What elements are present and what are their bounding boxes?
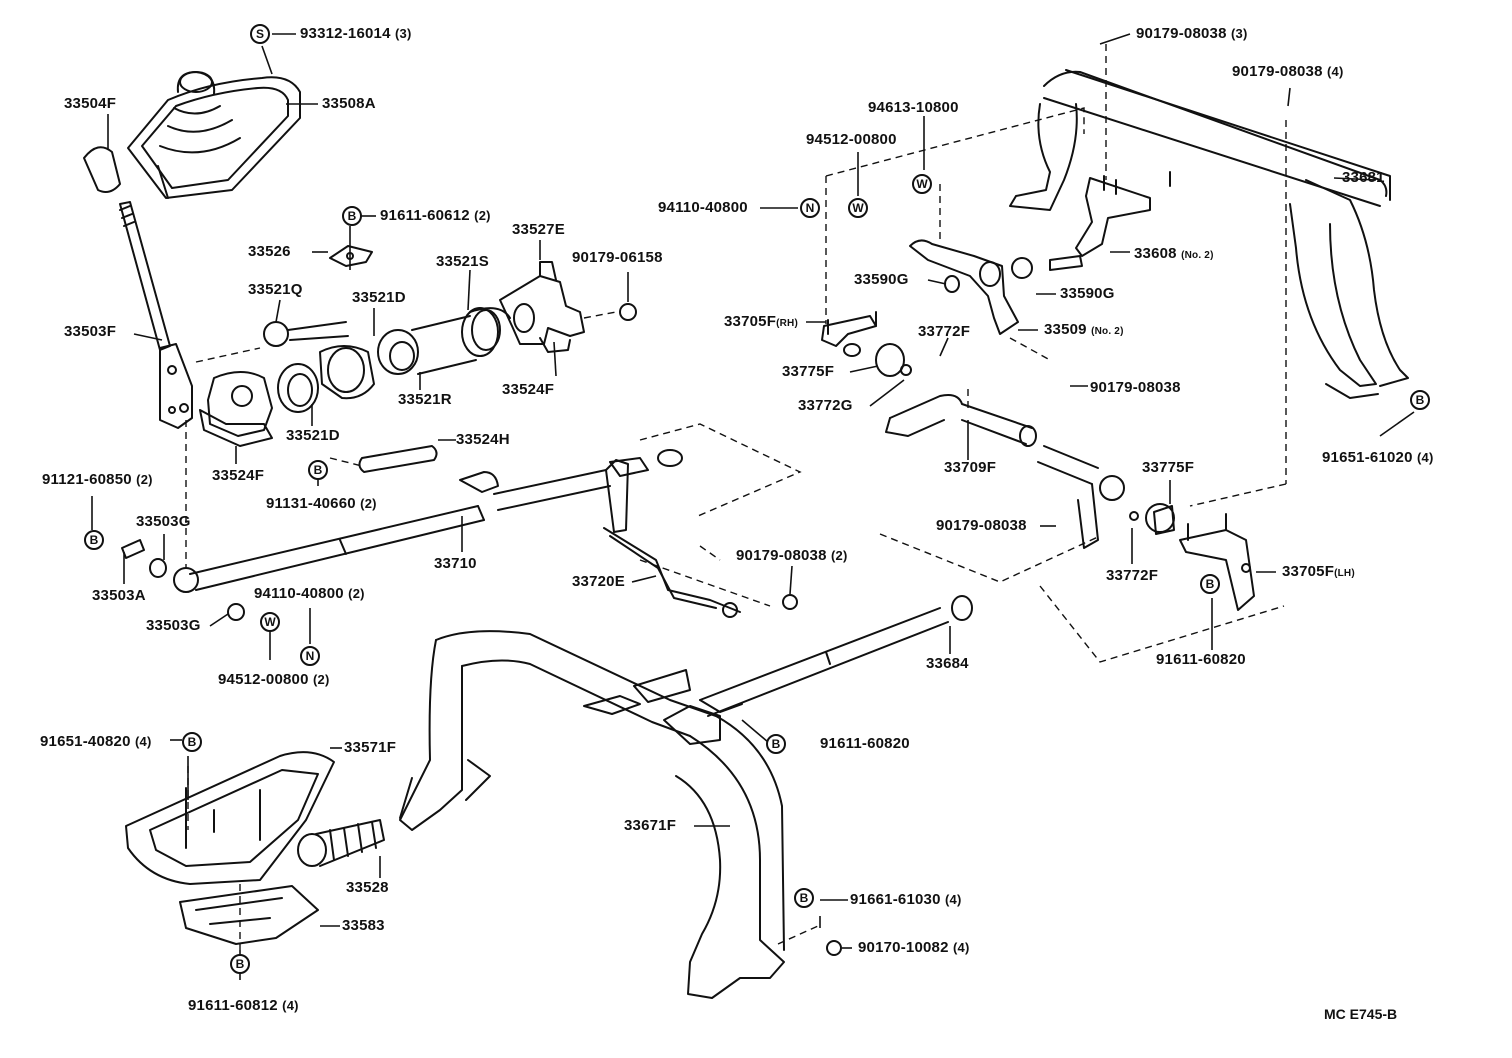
n-symbol-badge: N <box>300 646 320 666</box>
shift-lever-drawing <box>119 201 193 429</box>
plate-drawing <box>125 751 335 885</box>
part-label: 91651-40820 (4) <box>40 733 152 750</box>
part-label: 33583 <box>342 917 385 934</box>
part-label: 94110-40800 <box>658 199 748 216</box>
n-symbol-badge: N <box>800 198 820 218</box>
part-label: 90179-08038 (3) <box>1136 25 1248 42</box>
part-label: 33521S <box>436 253 489 270</box>
part-label: 90170-10082 (4) <box>858 939 970 956</box>
b-symbol-badge: B <box>1200 574 1220 594</box>
b-symbol-badge: B <box>230 954 250 974</box>
crossmember-drawing <box>1009 69 1409 399</box>
part-label: 33608 (No. 2) <box>1134 245 1214 262</box>
part-label: 33521D <box>286 427 340 444</box>
shift-rod-drawing <box>173 457 649 593</box>
part-label: 33590G <box>854 271 909 288</box>
w-symbol-badge: W <box>260 612 280 632</box>
part-label: 33503G <box>136 513 191 530</box>
part-label: 33671F <box>624 817 677 834</box>
bracket-lh-drawing <box>1179 529 1255 611</box>
w-symbol-badge: W <box>848 198 868 218</box>
part-label: 94512-00800 <box>806 131 897 148</box>
part-label: 94110-40800 (2) <box>254 585 365 602</box>
part-label: 33775F <box>782 363 835 380</box>
part-label: 33524H <box>456 431 510 448</box>
part-label: 33503F <box>64 323 117 340</box>
b-symbol-badge: B <box>794 888 814 908</box>
part-label: 94613-10800 <box>868 99 959 116</box>
ring-drawing <box>377 329 419 375</box>
frame-drawing <box>399 630 785 999</box>
part-label: 91121-60850 (2) <box>42 471 153 488</box>
w-symbol-badge: W <box>912 174 932 194</box>
part-label: 90179-08038 (4) <box>1232 63 1344 80</box>
part-label: 33524F <box>502 381 555 398</box>
part-label: 33509 (No. 2) <box>1044 321 1124 338</box>
b-symbol-badge: B <box>766 734 786 754</box>
pin-drawing <box>358 445 438 473</box>
part-label: 33775F <box>1142 459 1195 476</box>
part-label: 90179-06158 <box>572 249 663 266</box>
part-label: 33503A <box>92 587 146 604</box>
part-label: 33527E <box>512 221 565 238</box>
shift-boot-drawing <box>127 71 301 199</box>
part-label: 33508A <box>322 95 376 112</box>
part-label: 33503G <box>146 617 201 634</box>
b-symbol-badge: B <box>1410 390 1430 410</box>
part-label: 33684 <box>926 655 969 672</box>
b-symbol-badge: B <box>182 732 202 752</box>
shift-knob-drawing <box>83 146 121 193</box>
part-label: 33772G <box>798 397 853 414</box>
b-symbol-badge: B <box>308 460 328 480</box>
bracket-33583-drawing <box>179 885 319 945</box>
part-label: 33720E <box>572 573 625 590</box>
ball-drawing <box>263 321 289 347</box>
part-label: 33772F <box>1106 567 1159 584</box>
s-symbol-badge: S <box>250 24 270 44</box>
housing-drawing <box>499 261 585 353</box>
tube-drawing <box>411 315 477 375</box>
part-label: 91611-60612 (2) <box>380 207 491 224</box>
drawing-code: MC E745-B <box>1324 1006 1398 1022</box>
part-label: 33528 <box>346 879 389 896</box>
part-label: 33710 <box>434 555 477 572</box>
rod-33684-drawing <box>699 595 973 717</box>
part-label: 91611-60820 <box>1156 651 1246 668</box>
boot-drawing <box>297 819 385 867</box>
part-label: 91611-60812 (4) <box>188 997 299 1014</box>
part-label: 33571F <box>344 739 397 756</box>
part-label: 33524F <box>212 467 265 484</box>
part-label: 33521D <box>352 289 406 306</box>
part-label: 33681 <box>1342 169 1385 186</box>
bushing-drawing <box>277 363 319 413</box>
part-label: 90179-08038 (2) <box>736 547 848 564</box>
bracket-left-drawing <box>199 371 273 447</box>
part-label: 33705F(LH) <box>1282 563 1355 580</box>
part-label: 33590G <box>1060 285 1115 302</box>
b-symbol-badge: B <box>342 206 362 226</box>
bracket-no2-drawing <box>1075 177 1151 257</box>
part-label: 91611-60820 <box>820 735 910 752</box>
part-label: 33521R <box>398 391 452 408</box>
part-label: 33526 <box>248 243 291 260</box>
shaft-drawing <box>885 394 1175 549</box>
part-label: 33504F <box>64 95 117 112</box>
part-label: 90179-08038 <box>936 517 1027 534</box>
b-symbol-badge: B <box>84 530 104 550</box>
part-label: 33521Q <box>248 281 303 298</box>
part-label: 33772F <box>918 323 971 340</box>
bracket-rh-drawing <box>821 315 877 347</box>
part-label: 33709F <box>944 459 997 476</box>
part-label: 33705F(RH) <box>724 313 798 330</box>
part-label: 93312-16014 (3) <box>300 25 412 42</box>
part-label: 91661-61030 (4) <box>850 891 962 908</box>
part-label: 90179-08038 <box>1090 379 1181 396</box>
part-label: 91651-61020 (4) <box>1322 449 1434 466</box>
part-label: 94512-00800 (2) <box>218 671 330 688</box>
part-label: 91131-40660 (2) <box>266 495 377 512</box>
bracket-33509-drawing <box>909 239 1019 335</box>
bracket-small-drawing <box>329 245 373 267</box>
